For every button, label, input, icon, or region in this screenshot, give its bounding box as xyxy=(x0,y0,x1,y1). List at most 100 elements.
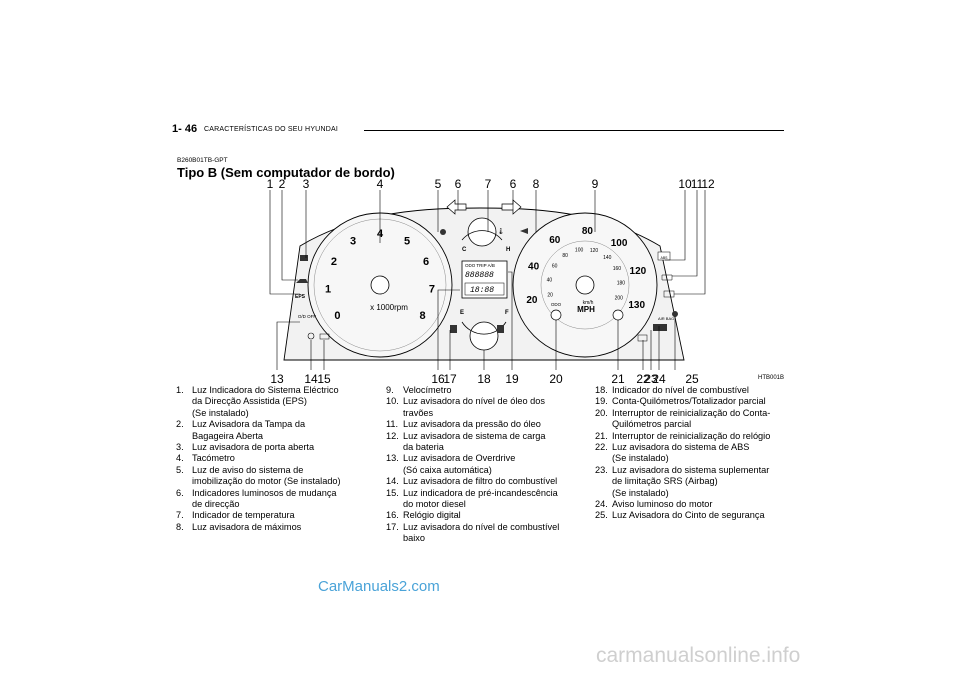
speed-kmh-number: 40 xyxy=(528,261,540,272)
od-off-label: O/D OFF xyxy=(298,314,316,319)
legend-item: 18.Indicador do nível de combustível xyxy=(595,385,789,396)
legend-item-number: 4. xyxy=(176,453,184,464)
speed-mph-number: 60 xyxy=(552,264,558,270)
callout-number: 18 xyxy=(477,372,491,386)
legend-item-text: Indicador de temperatura xyxy=(192,510,295,521)
tach-number: 1 xyxy=(325,283,331,295)
legend-item: 4. Tacómetro xyxy=(176,453,374,464)
legend-item-text: Luz Avisadora do Cinto de segurança xyxy=(612,510,765,521)
speed-mph-number: 200 xyxy=(615,295,624,301)
callout-number: 6 xyxy=(455,177,462,191)
legend-item-number: 15. xyxy=(386,487,399,498)
odometer-display: ODO TRIP A/B 888888 18:88 xyxy=(461,260,508,299)
callout-number: 8 xyxy=(533,177,540,191)
callout-number: 10 xyxy=(678,177,692,191)
callout-number: 9 xyxy=(592,177,599,191)
speed-mph-number: 20 xyxy=(547,292,553,298)
legend-item-number: 23. xyxy=(595,464,608,475)
legend-item-text: Luz de aviso do sistema de xyxy=(192,464,304,475)
legend-item-number: 8. xyxy=(176,521,184,532)
callout-number: 7 xyxy=(485,177,492,191)
callout-number: 25 xyxy=(685,372,699,386)
abs-warning-icon xyxy=(637,334,648,342)
callout-number: 15 xyxy=(317,372,331,386)
callout-number: 24 xyxy=(652,372,666,386)
legend-item-text: Luz avisadora de Overdrive xyxy=(403,453,516,464)
legend-item: 22.Luz avisadora do sistema de ABS(Se in… xyxy=(595,442,789,465)
fuel-filter-icon xyxy=(307,332,315,340)
tach-number: 3 xyxy=(350,236,356,248)
legend-item-text: de direcção xyxy=(192,499,240,510)
legend-item-text: Luz Indicadora do Sistema Eléctrico xyxy=(192,385,339,395)
legend-item-text: Luz avisadora de máximos xyxy=(192,521,302,532)
legend-item-number: 18. xyxy=(595,385,608,395)
callout-number: 4 xyxy=(377,177,384,191)
fuel-gauge: E F xyxy=(450,310,509,351)
callout-number: 2 xyxy=(279,177,286,191)
speed-mph-number: 160 xyxy=(613,266,622,272)
doc-code: B260B01TB-GPT xyxy=(177,157,228,164)
legend-item-text: Luz avisadora do nível de óleo dos xyxy=(403,396,545,407)
legend-item-number: 11. xyxy=(386,419,399,430)
abs-label: ABS xyxy=(660,256,668,260)
seat-belt-icon xyxy=(672,311,678,317)
tach-number: 0 xyxy=(334,310,340,322)
legend-item-text: da bateria xyxy=(403,442,444,453)
legend-item: 21.Interruptor de reinicialização do rel… xyxy=(595,431,789,442)
legend-item-text: Tacómetro xyxy=(192,453,235,464)
legend-item-text: baixo xyxy=(403,533,425,544)
page-number: 1- 46 xyxy=(172,123,198,135)
page-title: Tipo B (Sem computador de bordo) xyxy=(177,165,395,180)
legend-item: 3.Luz avisadora de porta aberta xyxy=(176,442,374,453)
legend-item-text: (Se instalado) xyxy=(192,407,249,418)
eps-label: EPS xyxy=(295,294,306,300)
airbag-label: AIR BAG xyxy=(658,316,674,321)
legend-item: 16.Relógio digital xyxy=(386,510,580,521)
legend-item: 24.Aviso luminoso do motor xyxy=(595,499,789,510)
legend-item-text: Indicadores luminosos de mudança xyxy=(192,487,337,498)
speed-mph-number: 180 xyxy=(617,281,626,287)
clock-reset-knob xyxy=(612,309,624,321)
speed-kmh-number: 120 xyxy=(630,266,647,277)
legend-item-text: Interruptor de reinicialização do relógi… xyxy=(612,430,771,441)
speed-unit-mph: MPH xyxy=(577,305,595,314)
legend-item: 9.Velocímetro xyxy=(386,385,580,396)
tach-number: 7 xyxy=(429,283,435,295)
legend-item-text: Quilómetros parcial xyxy=(612,419,692,430)
legend-item: 8. Luz avisadora de máximos xyxy=(176,522,374,533)
legend-item-text: Interruptor de reinicialização do Conta- xyxy=(612,407,771,418)
legend-item-text: (Se instalado) xyxy=(612,453,669,464)
odo-trip-label: ODO TRIP A/B xyxy=(465,263,495,268)
legend-item-number: 7. xyxy=(176,510,184,521)
legend-item-text: Luz avisadora de porta aberta xyxy=(192,442,315,453)
speed-mph-number: 120 xyxy=(590,248,599,254)
legend-item-text: travões xyxy=(403,407,434,418)
legend-item-number: 10. xyxy=(386,396,399,407)
legend-item-number: 14. xyxy=(386,476,399,487)
watermark-right: carmanualsonline.info xyxy=(596,644,801,667)
speed-mph-number: 140 xyxy=(603,255,612,261)
immobilizer-icon xyxy=(300,255,308,261)
odo-label: ODO xyxy=(551,302,562,307)
temp-icon: 🌡 xyxy=(497,227,505,235)
legend-item-text: (Se instalado) xyxy=(612,487,669,498)
legend-item: 20.Interruptor de reinicialização do Con… xyxy=(595,408,789,431)
legend-item-text: do motor diesel xyxy=(403,499,466,510)
callout-number: 13 xyxy=(270,372,284,386)
fuel-full-label: F xyxy=(505,310,509,316)
callout-number: 23 xyxy=(644,372,658,386)
figure-code: HTB001B xyxy=(758,375,785,381)
tach-unit: x 1000rpm xyxy=(370,303,408,312)
callout-number: 5 xyxy=(435,177,442,191)
callout-leaders xyxy=(269,190,706,370)
